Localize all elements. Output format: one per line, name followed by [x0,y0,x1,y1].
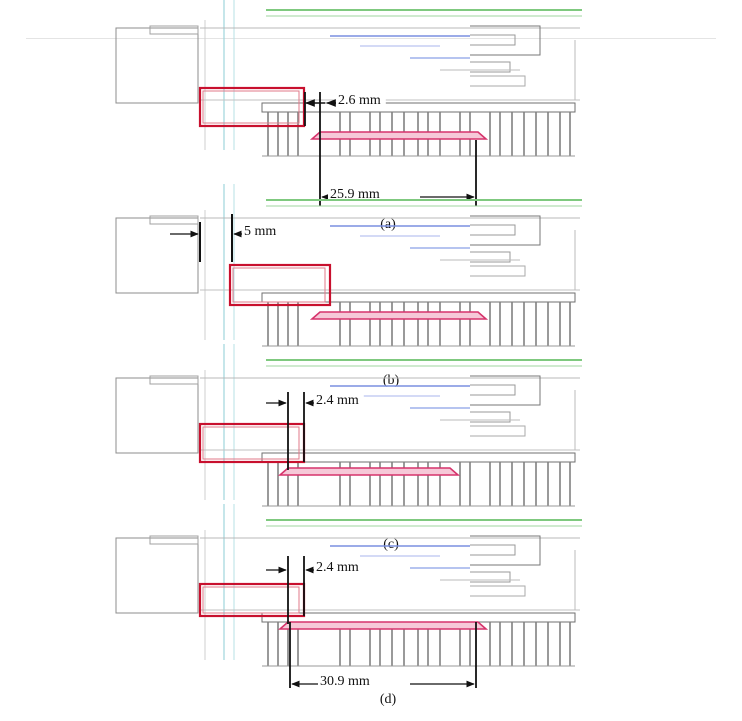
top-divider [26,38,716,39]
label-backing [328,185,386,201]
target-strip [309,311,489,320]
panel-caption: (b) [383,373,400,388]
panel-d: 2.4 mm 30.9 mm (d) [115,503,583,707]
panel-c: 2.4 mm (c) [115,343,583,552]
label-backing [242,222,278,238]
magnet-block [228,263,332,307]
dimension-label: 2.4 mm [316,560,359,575]
magnet-block-inner [202,426,300,460]
dimension-label: 30.9 mm [320,674,370,689]
panel-scene [115,503,583,667]
magnet-block-inner [232,267,326,303]
label-backing [336,91,386,107]
panel-a: 2.6 mm 25.9 mm(a) [115,0,583,232]
target-strip [277,621,489,630]
dimension-label: 25.9 mm [330,187,380,202]
panel-caption: (c) [383,537,399,552]
magnet-block-inner [202,90,300,124]
panel-b: 5 mm (b) [115,183,583,388]
panel-scene [115,343,583,507]
label-backing [318,672,376,688]
panel-scene [115,183,583,347]
panel-caption: (a) [380,217,396,232]
magnet-block [198,86,306,128]
panels: 2.6 mm 25.9 mm(a) 5 mm (b) 2.4 mm (c) 2.4 mm 30… [115,0,583,707]
magnet-block-inner [202,586,300,614]
target-strip [277,467,461,476]
panel-caption: (d) [380,692,397,707]
label-backing [314,391,364,407]
dimension-label: 2.6 mm [338,93,381,108]
dimension-label: 2.4 mm [316,393,359,408]
label-backing [314,558,364,574]
target-strip [309,131,489,140]
dimension-label: 5 mm [244,224,276,239]
